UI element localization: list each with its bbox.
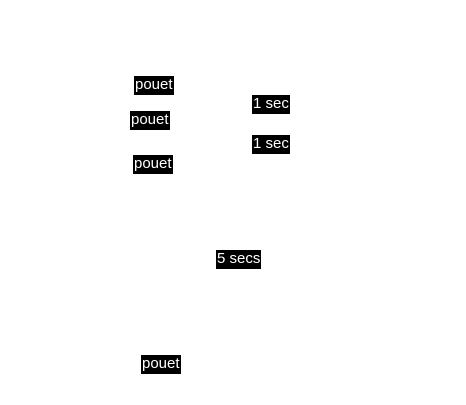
- one-sec-timer-label[interactable]: 1 sec: [252, 95, 290, 114]
- pouet-label[interactable]: pouet: [134, 76, 174, 95]
- pouet-label[interactable]: pouet: [141, 355, 181, 374]
- pouet-label[interactable]: pouet: [130, 111, 170, 130]
- pouet-label[interactable]: pouet: [133, 155, 173, 174]
- five-secs-timer-label[interactable]: 5 secs: [216, 250, 262, 269]
- one-sec-timer-label[interactable]: 1 sec: [252, 135, 290, 154]
